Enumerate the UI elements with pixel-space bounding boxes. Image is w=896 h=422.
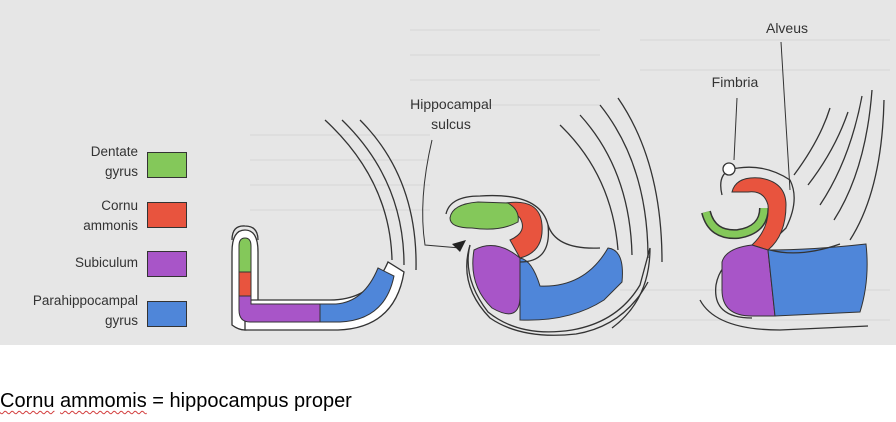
stage-3-diagram bbox=[700, 90, 884, 330]
legend-label-line: gyrus bbox=[38, 162, 138, 182]
callout-line: sulcus bbox=[388, 114, 514, 134]
legend-swatch-subiculum bbox=[147, 251, 187, 277]
hippocampus-development-diagram: Dentate gyrus Cornu ammonis Subiculum Pa… bbox=[0, 0, 896, 345]
callout-fimbria: Fimbria bbox=[690, 72, 780, 92]
legend-swatch-parahippocampal-gyrus bbox=[147, 301, 187, 327]
callout-line: Hippocampal bbox=[388, 94, 514, 114]
caption-word-ammomis: ammomis bbox=[60, 390, 147, 412]
legend-swatch-cornu-ammonis bbox=[147, 202, 187, 228]
caption: Cornu ammomis = hippocampus proper bbox=[0, 390, 352, 413]
legend-label-cornu-ammonis: Cornu ammonis bbox=[38, 196, 138, 236]
legend-label-dentate-gyrus: Dentate gyrus bbox=[38, 142, 138, 182]
legend-label-line: Dentate bbox=[38, 142, 138, 162]
legend-label-line: ammonis bbox=[38, 216, 138, 236]
legend-label-parahippocampal-gyrus: Parahippocampal gyrus bbox=[0, 291, 138, 331]
legend-label-line: Parahippocampal bbox=[0, 291, 138, 311]
legend-label-line: Subiculum bbox=[20, 253, 138, 273]
callout-hippocampal-sulcus: Hippocampal sulcus bbox=[388, 94, 514, 134]
legend-label-line: gyrus bbox=[0, 311, 138, 331]
legend-swatch-dentate-gyrus bbox=[147, 152, 187, 178]
legend-label-line: Cornu bbox=[38, 196, 138, 216]
stage-1-diagram bbox=[232, 120, 416, 330]
caption-rest: = hippocampus proper bbox=[147, 390, 352, 412]
legend-label-subiculum: Subiculum bbox=[20, 253, 138, 273]
caption-word-cornu: Cornu bbox=[0, 390, 54, 412]
sulcus-arrowhead bbox=[452, 240, 466, 252]
callout-alveus: Alveus bbox=[752, 18, 822, 38]
